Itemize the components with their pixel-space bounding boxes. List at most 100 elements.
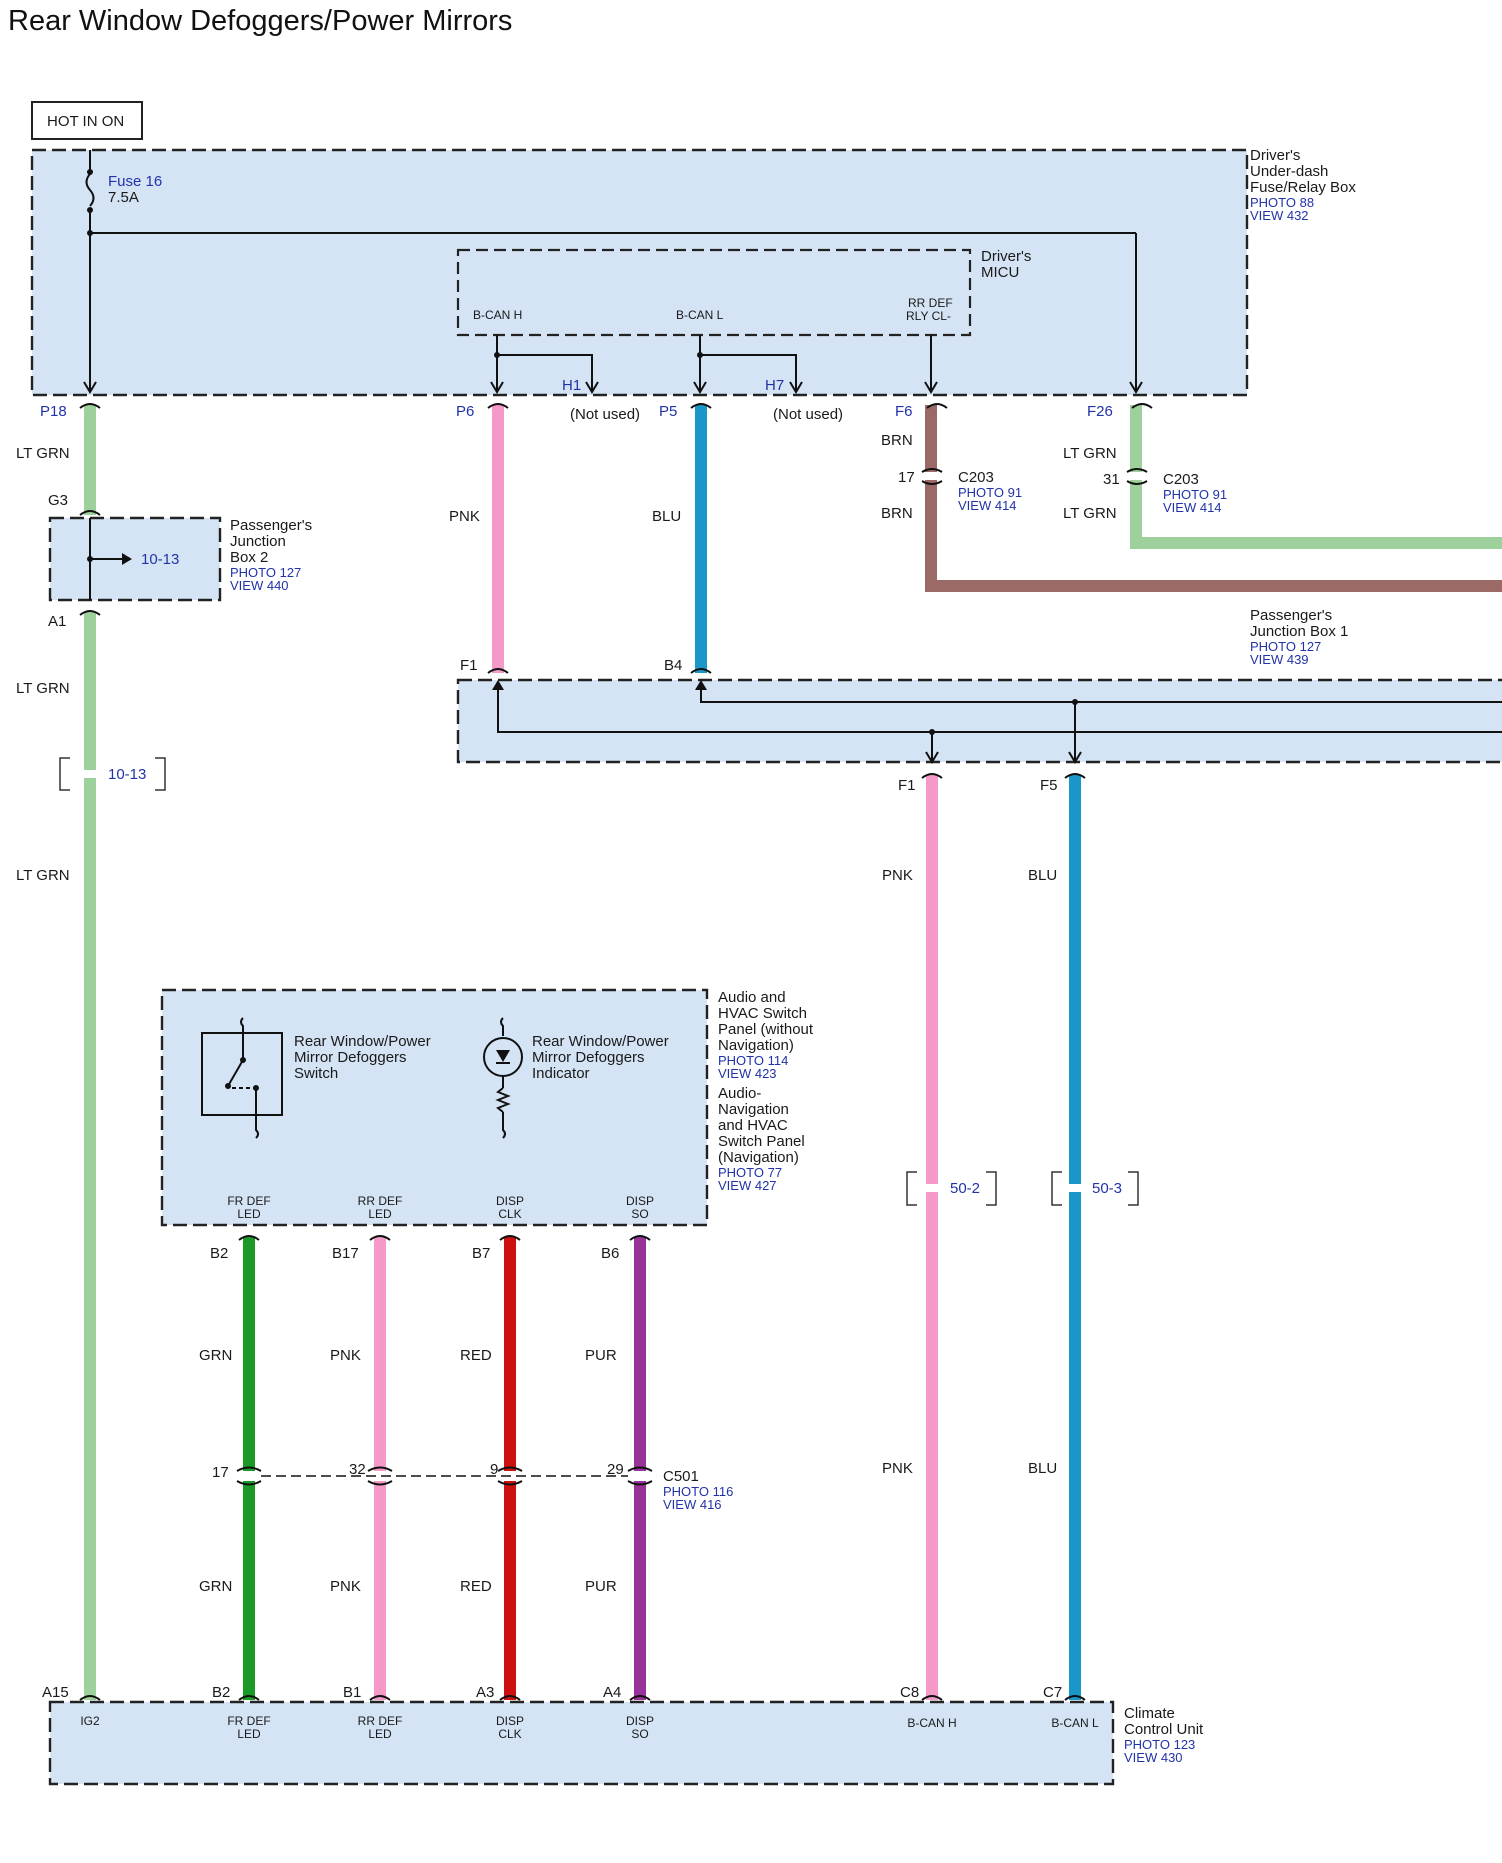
- underdash-label-1: Driver's: [1250, 147, 1300, 164]
- conn-g3: G3: [48, 492, 68, 509]
- nav-view: VIEW 427: [718, 1178, 777, 1193]
- wire-label-brn-1: BRN: [881, 432, 913, 449]
- conn-h1: H1: [562, 377, 581, 394]
- wire-label-red-1: RED: [460, 1347, 492, 1364]
- pjb2-label-2: Junction: [230, 533, 286, 550]
- wire-label-ltgrn-1: LT GRN: [16, 445, 70, 462]
- c501-pin-9: 9: [490, 1461, 498, 1478]
- wire-label-pnk-1: PNK: [449, 508, 480, 525]
- c203-view-2: VIEW 414: [1163, 500, 1222, 515]
- c501-photo: PHOTO 116: [663, 1484, 733, 1499]
- pjb1-view: VIEW 439: [1250, 652, 1309, 667]
- nav-label-5: (Navigation): [718, 1149, 799, 1166]
- wire-label-red-2: RED: [460, 1578, 492, 1595]
- micu-pin-bcanh: B-CAN H: [473, 308, 522, 322]
- wire-label-pur-2: PUR: [585, 1578, 617, 1595]
- audio-pin-3-l2: CLK: [498, 1207, 521, 1221]
- audio-pin-2-l1: RR DEF: [358, 1194, 403, 1208]
- conn-c8: C8: [900, 1684, 919, 1701]
- wire-blu-upper: [695, 405, 707, 673]
- wire-label-blu-1: BLU: [652, 508, 681, 525]
- audio-pin-1-l1: FR DEF: [227, 1194, 270, 1208]
- micu-wiring: [490, 335, 938, 394]
- indicator-label-2: Mirror Defoggers: [532, 1049, 645, 1066]
- micu-pin-bcanl: B-CAN L: [676, 308, 724, 322]
- climate-pin-dispso-l1: DISP: [626, 1714, 654, 1728]
- wire-pnk-upper: [492, 405, 504, 673]
- conn-p5: P5: [659, 403, 677, 420]
- wire-label-blu-2: BLU: [1028, 867, 1057, 884]
- wire-label-grn-1: GRN: [199, 1347, 232, 1364]
- audio-pin-4-l2: SO: [631, 1207, 648, 1221]
- micu-pin-rrdef: RR DEF: [908, 296, 953, 310]
- wire-label-pnk-4: PNK: [330, 1347, 361, 1364]
- conn-b6: B6: [601, 1245, 619, 1262]
- conn-f1-in: F1: [460, 657, 478, 674]
- c203-name-2: C203: [1163, 471, 1199, 488]
- pjb1-photo: PHOTO 127: [1250, 639, 1321, 654]
- climate-pin-bcanl: B-CAN L: [1051, 1716, 1099, 1730]
- climate-view: VIEW 430: [1124, 1750, 1183, 1765]
- conn-b4: B4: [664, 657, 682, 674]
- conn-a3: A3: [476, 1684, 494, 1701]
- audio-view: VIEW 423: [718, 1066, 777, 1081]
- nav-label-1: Audio-: [718, 1085, 761, 1102]
- conn-h7: H7: [765, 377, 784, 394]
- audio-pin-1-l2: LED: [237, 1207, 261, 1221]
- switch-label-3: Switch: [294, 1065, 338, 1082]
- nav-label-3: and HVAC: [718, 1117, 788, 1134]
- climate-pin-ig2: IG2: [80, 1714, 100, 1728]
- fuse-rating: 7.5A: [108, 189, 139, 206]
- conn-b17: B17: [332, 1245, 359, 1262]
- conn-f1-out: F1: [898, 777, 916, 794]
- conn-f5: F5: [1040, 777, 1058, 794]
- audio-label-4: Navigation): [718, 1037, 794, 1054]
- switch-symbol: [201, 1017, 283, 1139]
- pjb2-label-1: Passenger's: [230, 517, 312, 534]
- underdash-label-3: Fuse/Relay Box: [1250, 179, 1356, 196]
- wire-label-brn-2: BRN: [881, 505, 913, 522]
- audio-pin-4-l1: DISP: [626, 1194, 654, 1208]
- conn-b7: B7: [472, 1245, 490, 1262]
- audio-label-1: Audio and: [718, 989, 786, 1006]
- c203-pin-brn: 17: [898, 469, 915, 486]
- climate-pin-frdef-l2: LED: [237, 1727, 261, 1741]
- wire-brn: [925, 405, 1502, 592]
- underdash-label-2: Under-dash: [1250, 163, 1328, 180]
- pjb2-label-3: Box 2: [230, 549, 268, 566]
- wire-ltgrn-f26: [1130, 405, 1502, 549]
- pjb1-label-1: Passenger's: [1250, 607, 1332, 624]
- wire-blu-lower: [1069, 775, 1081, 1700]
- climate-label-1: Climate: [1124, 1705, 1175, 1722]
- pjb2-photo: PHOTO 127: [230, 565, 301, 580]
- climate-pin-dispclk-l1: DISP: [496, 1714, 524, 1728]
- climate-label-2: Control Unit: [1124, 1721, 1204, 1738]
- wire-ltgrn-1: [84, 405, 96, 515]
- c203-photo-1: PHOTO 91: [958, 485, 1022, 500]
- pjb2-view: VIEW 440: [230, 578, 289, 593]
- indicator-label-1: Rear Window/Power: [532, 1033, 669, 1050]
- wire-label-ltgrn-3: LT GRN: [16, 867, 70, 884]
- switch-label-2: Mirror Defoggers: [294, 1049, 407, 1066]
- wire-label-pnk-2: PNK: [882, 867, 913, 884]
- conn-p18: P18: [40, 403, 67, 420]
- climate-pin-bcanh: B-CAN H: [907, 1716, 956, 1730]
- ref-50-breaks: [906, 1171, 1139, 1206]
- passenger-junction-box-1: [456, 678, 1502, 764]
- ref-10-13-break: [59, 757, 166, 791]
- underdash-view: VIEW 432: [1250, 208, 1309, 223]
- c501-pin-29: 29: [607, 1461, 624, 1478]
- wire-label-ltgrn-2: LT GRN: [16, 680, 70, 697]
- micu-box: [456, 248, 972, 337]
- underdash-photo: PHOTO 88: [1250, 195, 1314, 210]
- c203-view-1: VIEW 414: [958, 498, 1017, 513]
- c501-name: C501: [663, 1468, 699, 1485]
- climate-pin-dispclk-l2: CLK: [498, 1727, 521, 1741]
- ref-10-13: 10-13: [108, 766, 146, 783]
- conn-c7: C7: [1043, 1684, 1062, 1701]
- wire-label-pur-1: PUR: [585, 1347, 617, 1364]
- audio-label-3: Panel (without: [718, 1021, 814, 1038]
- wire-label-blu-3: BLU: [1028, 1460, 1057, 1477]
- wire-label-ltgrn-5: LT GRN: [1063, 505, 1117, 522]
